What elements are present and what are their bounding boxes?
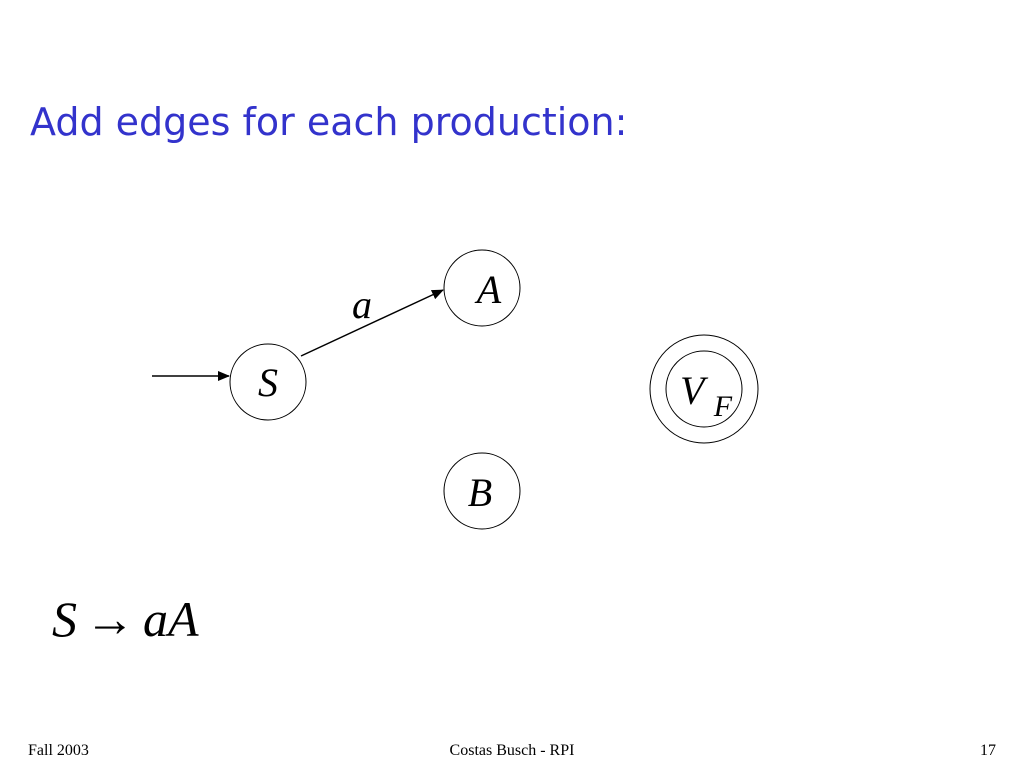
state-b: B [443,452,521,530]
state-s-circle [229,343,307,421]
state-b-label: B [468,470,492,515]
state-b-circle [443,452,521,530]
state-a-label: A [474,267,502,312]
state-vf-label-subscript: F [713,390,733,423]
state-vf: V F [649,334,759,444]
state-a: A [443,249,521,327]
production-arrow: → [85,591,135,647]
state-s: S [229,343,307,421]
production-rule: S→aA [52,590,199,648]
footer-date: Fall 2003 [28,742,89,759]
state-a-circle [443,249,521,327]
slide-title: Add edges for each production: [30,100,628,144]
state-vf-label: V F [680,368,733,423]
state-s-label: S [258,360,278,405]
footer-page-number: 17 [980,742,996,759]
state-vf-label-main: V [680,368,709,413]
state-vf-inner-circle [665,350,743,428]
production-rhs: aA [143,591,199,647]
edge-s-to-a [300,289,444,357]
edge-label-s-to-a: a [352,282,372,327]
production-lhs: S [52,591,77,647]
footer-author: Costas Busch - RPI [449,742,575,759]
